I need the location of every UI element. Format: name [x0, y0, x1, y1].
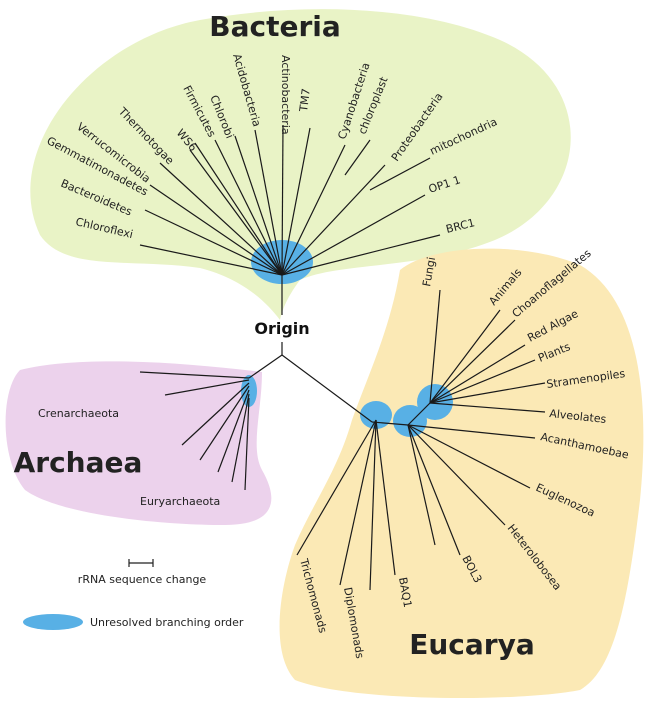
legend: rRNA sequence change Unresolved branchin…	[23, 559, 244, 630]
taxon-label: TM7	[297, 88, 313, 114]
taxon-label: Actinobacteria	[279, 55, 292, 135]
taxon-label: Fungi	[420, 256, 438, 288]
scale-label: rRNA sequence change	[78, 573, 207, 586]
taxon-label: Alveolates	[549, 407, 608, 426]
taxon-label: Crenarchaeota	[38, 407, 119, 420]
unresolved-node-eucarya-2	[393, 405, 427, 437]
archaea-region	[5, 361, 272, 525]
archaea-branches	[139, 371, 250, 491]
taxon-label: BAQ1	[396, 576, 414, 608]
domain-title-archaea: Archaea	[14, 446, 143, 479]
unresolved-node-eucarya-1	[360, 401, 392, 429]
bacteria-region	[30, 9, 571, 321]
domain-title-bacteria: Bacteria	[209, 10, 341, 43]
domain-title-eucarya: Eucarya	[409, 628, 535, 661]
archaea-labels: Crenarchaeota Euryarchaeota	[38, 407, 220, 508]
origin-label: Origin	[254, 319, 309, 338]
taxon-label: Euryarchaeota	[140, 495, 220, 508]
eucarya-branches	[296, 289, 546, 591]
bacteria-branches	[139, 124, 441, 276]
backbone-branches	[248, 262, 431, 426]
unresolved-legend-icon	[23, 614, 83, 630]
unresolved-legend-label: Unresolved branching order	[90, 616, 244, 629]
